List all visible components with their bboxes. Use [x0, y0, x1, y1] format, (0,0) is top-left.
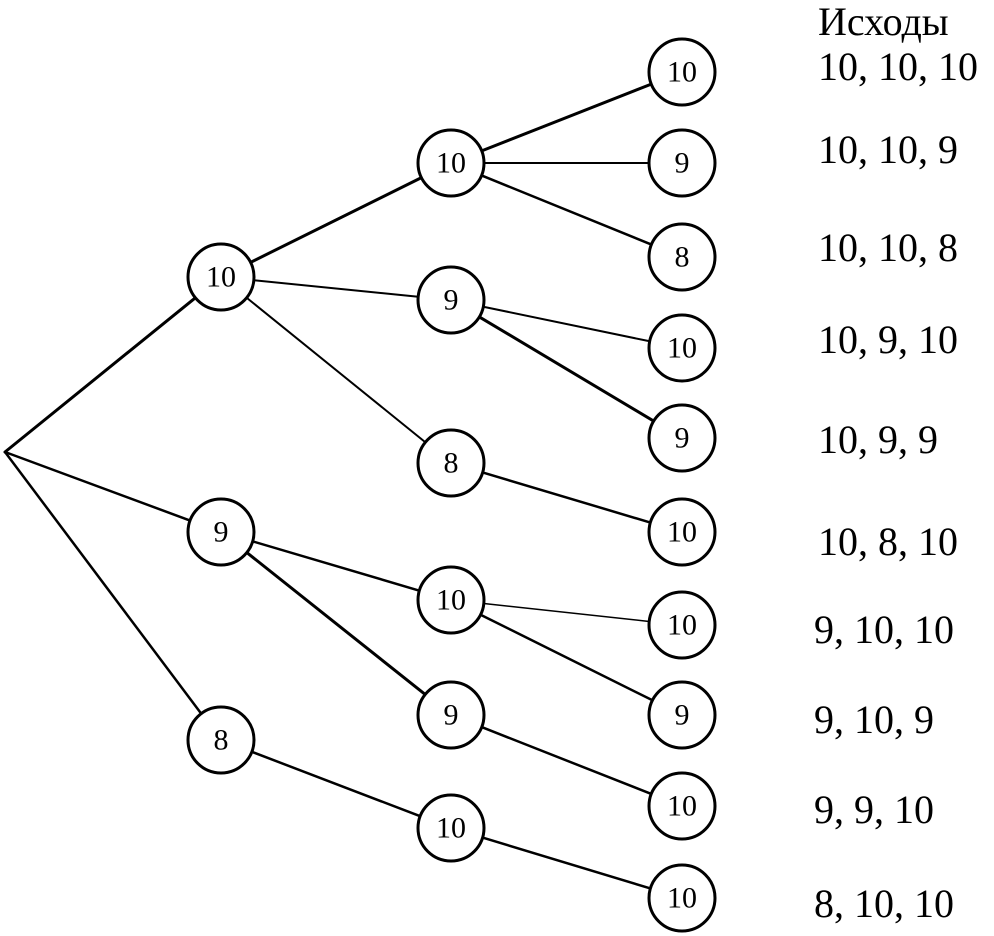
edge-root-to-l1-2	[3, 450, 203, 715]
node-circle	[647, 37, 717, 107]
edge-l2-to-l3-5	[481, 471, 652, 524]
node-label: 9	[444, 284, 459, 317]
node-label: 10	[667, 882, 697, 915]
level2-node: 10	[416, 128, 486, 198]
node-circle	[647, 313, 717, 383]
outcome-row: 8, 10, 10	[814, 881, 954, 926]
node-label: 10	[667, 332, 697, 365]
node-label: 10	[436, 812, 466, 845]
level2-node: 9	[416, 680, 486, 750]
node-label: 10	[206, 261, 236, 294]
outcome-row: 10, 10, 9	[818, 127, 958, 172]
outcome-row: 9, 9, 10	[814, 787, 934, 832]
level3-node: 9	[647, 680, 717, 750]
outcome-row: 10, 10, 10	[818, 44, 978, 89]
edge-l2-to-l3-7	[479, 613, 654, 702]
level3-node: 10	[647, 863, 717, 933]
node-label: 9	[214, 516, 229, 549]
edge-l1-to-l2-1	[252, 279, 420, 298]
node-circle	[647, 771, 717, 841]
node-circle	[186, 242, 256, 312]
outcome-row: 9, 10, 10	[814, 607, 954, 652]
node-label: 10	[667, 56, 697, 89]
level3-node: 10	[647, 313, 717, 383]
edge-l1-to-l2-3	[251, 540, 421, 592]
node-label: 9	[675, 699, 690, 732]
edge-l1-to-l2-2	[245, 296, 427, 444]
edge-l1-to-l2-5	[250, 750, 422, 818]
node-label: 10	[667, 516, 697, 549]
node-label: 9	[675, 147, 690, 180]
node-label: 10	[667, 609, 697, 642]
level3-node: 10	[647, 497, 717, 567]
edge-l1-to-l2-4	[245, 551, 427, 696]
level2-node: 9	[416, 265, 486, 335]
outcome-row: 9, 10, 9	[814, 697, 934, 742]
level3-node: 8	[647, 222, 717, 292]
node-circle	[416, 265, 486, 335]
level1-node: 8	[186, 705, 256, 775]
node-label: 10	[667, 790, 697, 823]
edge-l2-to-l3-0	[480, 82, 653, 153]
node-label: 9	[675, 422, 690, 455]
level1-node: 9	[186, 497, 256, 567]
node-label: 10	[436, 584, 466, 617]
node-circle	[416, 565, 486, 635]
edge-l2-to-l3-4	[477, 315, 656, 423]
node-circle	[647, 403, 717, 473]
outcome-row: 10, 9, 10	[818, 317, 958, 362]
node-circle	[186, 705, 256, 775]
edge-l2-to-l3-2	[480, 174, 653, 246]
node-label: 8	[214, 724, 229, 757]
level3-node: 10	[647, 590, 717, 660]
tree-nodes: 10 9 8 10 9 8 10 9 10 10 9 8 10 9 10 10 9 10 10	[186, 37, 717, 933]
node-circle	[416, 680, 486, 750]
level1-node: 10	[186, 242, 256, 312]
node-label: 8	[444, 447, 459, 480]
node-circle	[647, 222, 717, 292]
outcomes-header: Исходы	[818, 0, 949, 44]
outcome-row: 10, 9, 9	[818, 417, 938, 462]
node-circle	[416, 793, 486, 863]
node-circle	[647, 497, 717, 567]
edge-root-to-l1-1	[3, 450, 192, 522]
outcome-row: 10, 8, 10	[818, 519, 958, 564]
edge-l2-to-l3-9	[481, 836, 652, 890]
node-label: 10	[436, 147, 466, 180]
edge-l2-to-l3-8	[480, 725, 653, 796]
node-circle	[647, 863, 717, 933]
node-label: 9	[444, 699, 459, 732]
level3-node: 10	[647, 771, 717, 841]
edge-l2-to-l3-3	[482, 305, 651, 343]
edge-root-to-l1-0	[3, 296, 197, 454]
outcome-row: 10, 10, 8	[818, 225, 958, 270]
tree-edges	[3, 82, 656, 890]
edge-l1-to-l2-0	[249, 176, 423, 264]
node-circle	[647, 128, 717, 198]
level3-node: 10	[647, 37, 717, 107]
level2-node: 8	[416, 428, 486, 498]
level3-node: 9	[647, 128, 717, 198]
node-circle	[647, 590, 717, 660]
node-circle	[416, 128, 486, 198]
node-circle	[647, 680, 717, 750]
node-circle	[416, 428, 486, 498]
node-circle	[186, 497, 256, 567]
edge-l2-to-l3-6	[483, 602, 650, 623]
node-label: 8	[675, 241, 690, 274]
level2-node: 10	[416, 793, 486, 863]
level3-node: 9	[647, 403, 717, 473]
level2-node: 10	[416, 565, 486, 635]
